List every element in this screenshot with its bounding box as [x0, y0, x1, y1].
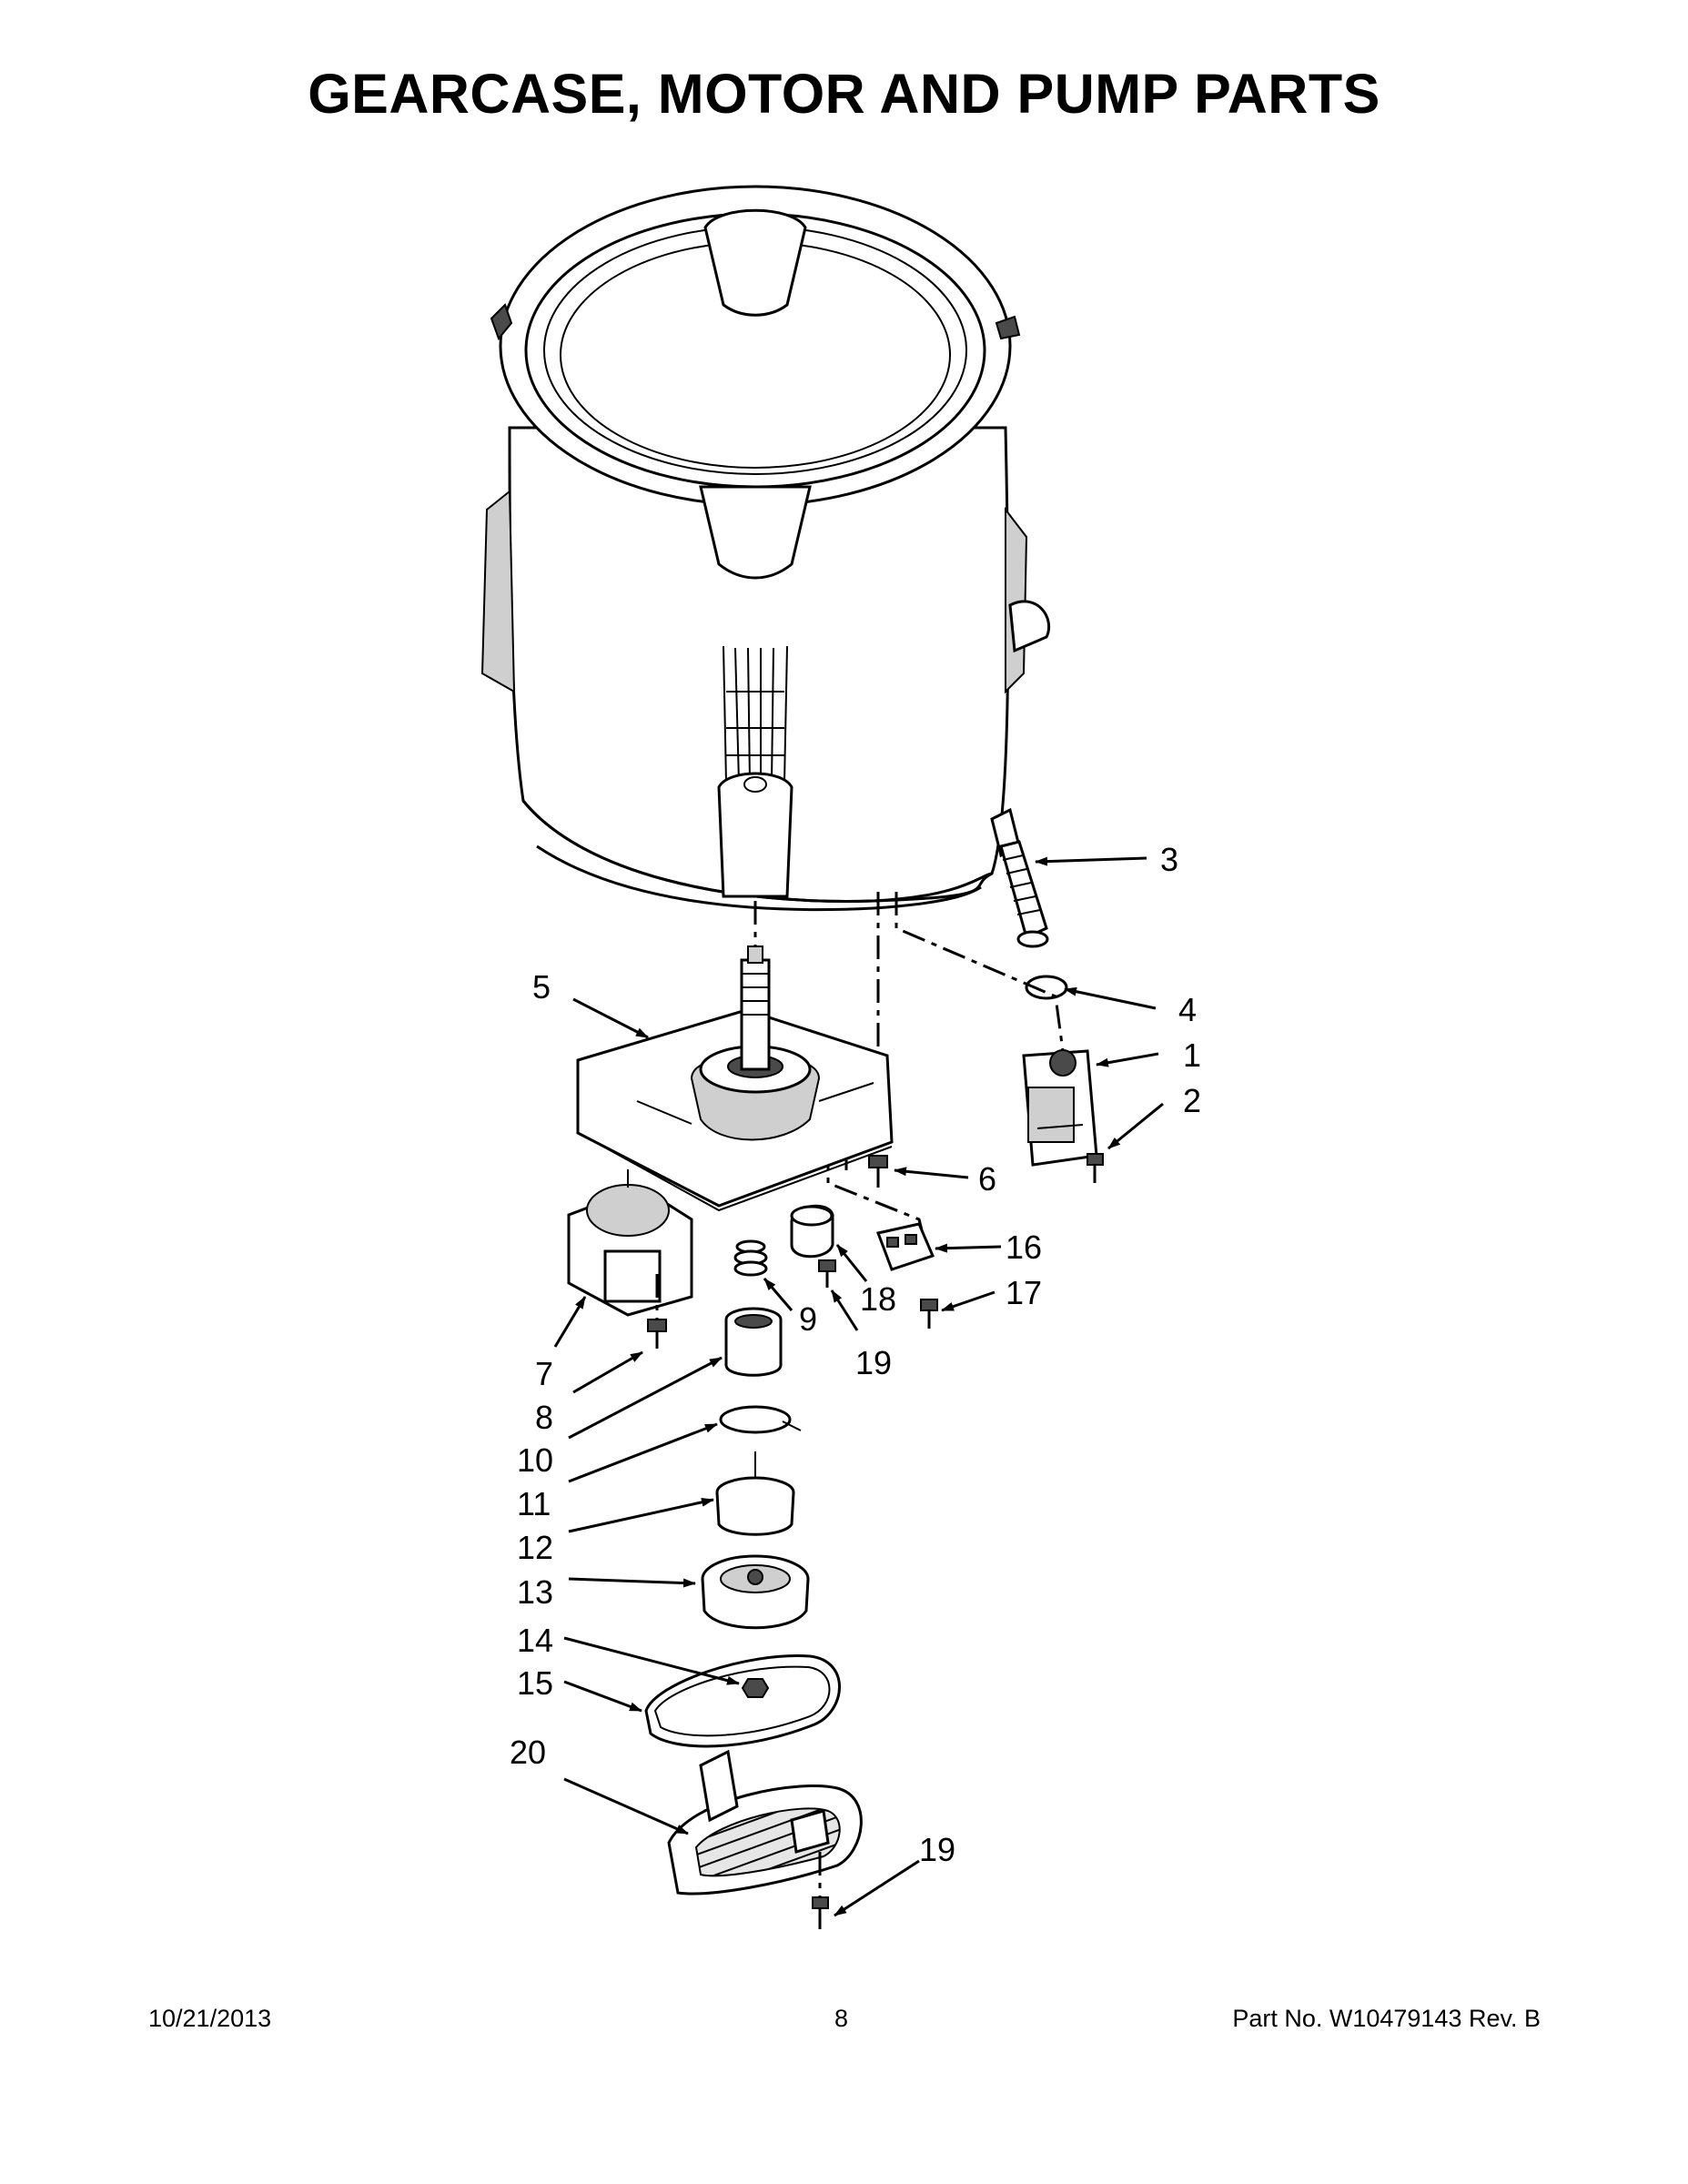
callout-8: 8	[535, 1399, 553, 1436]
callout-numbers: 1 2 3 4 5 6 7 8 9 10 11 12 13 14 15 16 1…	[510, 841, 1201, 1868]
motor-screw	[647, 1274, 667, 1349]
callout-2: 2	[1183, 1082, 1201, 1119]
callout-15: 15	[517, 1664, 553, 1702]
drive-belt	[644, 1654, 841, 1748]
callout-19-upper: 19	[855, 1344, 892, 1381]
footer-page-number: 8	[834, 2005, 849, 2032]
drain-pump	[1022, 1049, 1098, 1167]
clutch-spring	[733, 1239, 768, 1277]
callout-14: 14	[517, 1622, 553, 1659]
callout-10: 10	[517, 1441, 553, 1479]
outer-tub	[480, 185, 1051, 912]
footer-part-number: Part No. W10479143 Rev. B	[1232, 2005, 1541, 2032]
brake-band	[719, 1405, 802, 1434]
callout-5: 5	[532, 968, 551, 1006]
callout-6: 6	[978, 1160, 996, 1198]
clutch-drum	[724, 1307, 783, 1377]
drain-hose	[990, 807, 1049, 948]
callout-1: 1	[1183, 1036, 1201, 1074]
lid-switch	[875, 1222, 935, 1271]
footer-date: 10/21/2013	[148, 2005, 272, 2032]
switch-screw	[920, 1299, 938, 1329]
base-shield	[667, 1749, 863, 1896]
callout-11: 11	[517, 1485, 551, 1522]
gearcase-screw	[868, 1155, 888, 1188]
callout-12: 12	[517, 1529, 553, 1566]
callout-3: 3	[1160, 841, 1178, 878]
gearcase-assembly	[576, 945, 894, 1212]
callout-19-lower: 19	[919, 1831, 955, 1868]
motor	[567, 1169, 693, 1317]
callout-20: 20	[510, 1734, 546, 1771]
pump-screw	[1087, 1153, 1104, 1183]
callout-16: 16	[1006, 1228, 1042, 1266]
base-screw	[812, 1852, 829, 1929]
page-title: GEARCASE, MOTOR AND PUMP PARTS	[308, 63, 1380, 125]
drive-pulley	[701, 1554, 810, 1630]
callout-18: 18	[860, 1280, 896, 1318]
callout-13: 13	[517, 1573, 553, 1611]
brake-cam	[715, 1451, 795, 1536]
callout-9: 9	[799, 1300, 817, 1338]
leader-lines	[553, 856, 1164, 1917]
motor-capacitor	[790, 1204, 834, 1259]
callout-17: 17	[1006, 1274, 1042, 1311]
capacitor-screw	[818, 1259, 836, 1288]
callout-7: 7	[535, 1355, 553, 1392]
callout-4: 4	[1178, 991, 1197, 1028]
pulley-nut	[741, 1678, 770, 1698]
